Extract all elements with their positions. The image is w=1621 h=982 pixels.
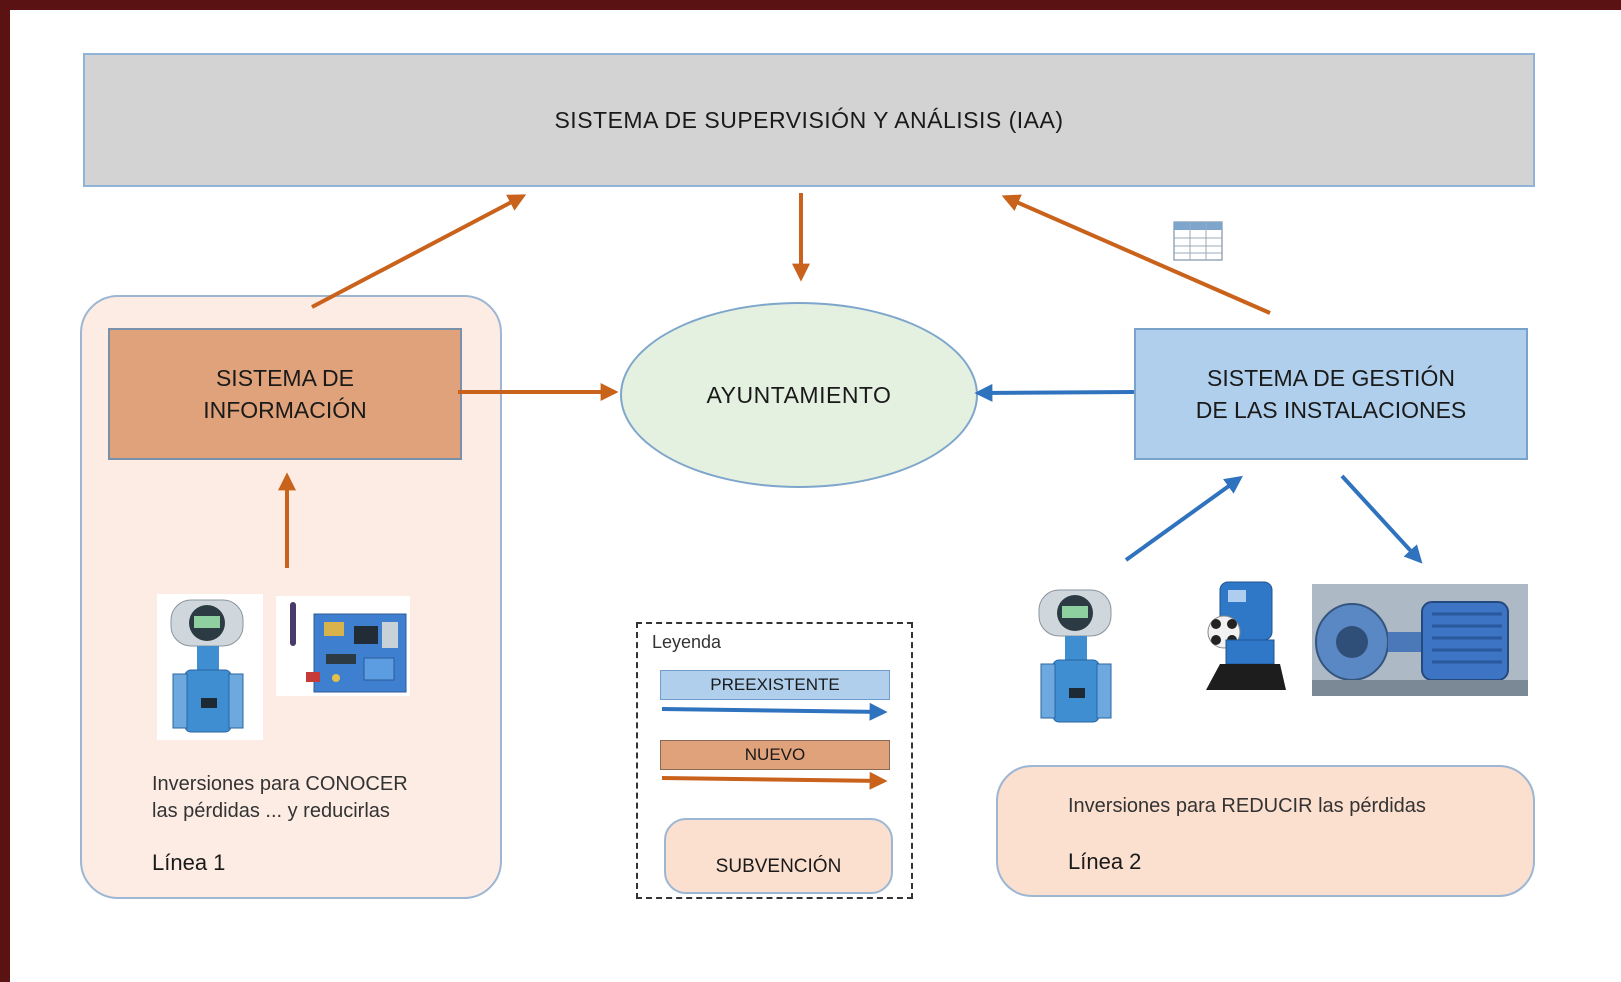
flowmeter-icon bbox=[1038, 589, 1112, 723]
dosing-pump-icon bbox=[1206, 581, 1286, 690]
legend-title: Leyenda bbox=[652, 632, 722, 652]
circuit-board-icon bbox=[276, 596, 410, 696]
information-system-label-2: INFORMACIÓN bbox=[203, 397, 367, 423]
supervision-system-label: SISTEMA DE SUPERVISIÓN Y ANÁLISIS (IAA) bbox=[554, 106, 1064, 133]
line1-description: Inversiones para CONOCER las pérdidas ..… bbox=[152, 771, 408, 825]
supervision-system-box: SISTEMA DE SUPERVISIÓN Y ANÁLISIS (IAA) bbox=[83, 53, 1535, 187]
line1-label: Línea 1 bbox=[152, 850, 226, 875]
legend-box: Leyenda PREEXISTENTE NUEVO SUBVENCIÓN bbox=[636, 622, 913, 899]
legend-nuevo-label: NUEVO bbox=[744, 745, 806, 764]
information-system-label-1: SISTEMA DE bbox=[215, 365, 355, 391]
table-icon bbox=[1173, 221, 1223, 261]
installations-management-label-2: DE LAS INSTALACIONES bbox=[1195, 397, 1467, 423]
diagram-arrows-layer bbox=[157, 193, 1528, 790]
legend-blue-arrow bbox=[661, 702, 888, 721]
ayuntamiento-label: AYUNTAMIENTO bbox=[706, 381, 892, 408]
arrow-info-to-supervision bbox=[311, 194, 527, 309]
line2-panel: Inversiones para REDUCIR las pérdidas Lí… bbox=[996, 765, 1535, 897]
flowmeter-icon bbox=[157, 594, 263, 740]
installations-management-label-1: SISTEMA DE GESTIÓN bbox=[1207, 365, 1455, 391]
arrow-devices-to-gestion bbox=[1124, 475, 1243, 562]
arrow-gestion-to-ayuntamiento bbox=[974, 383, 1135, 402]
arrow-gestion-to-devices bbox=[1340, 474, 1423, 564]
line2-description: Inversiones para REDUCIR las pérdidas bbox=[1068, 795, 1426, 817]
legend-preexistente-bar: PREEXISTENTE bbox=[660, 670, 890, 700]
line1-description-1: Inversiones para CONOCER bbox=[152, 773, 408, 795]
line1-description-2: las pérdidas ... y reducirlas bbox=[152, 800, 390, 822]
diagram-canvas: SISTEMA DE SUPERVISIÓN Y ANÁLISIS (IAA) … bbox=[10, 10, 1621, 982]
legend-subvencion-label: SUBVENCIÓN bbox=[715, 856, 842, 877]
ayuntamiento-ellipse: AYUNTAMIENTO bbox=[620, 302, 978, 488]
installations-management-box: SISTEMA DE GESTIÓN DE LAS INSTALACIONES bbox=[1134, 328, 1528, 460]
legend-orange-arrow bbox=[661, 771, 888, 790]
arrow-gestion-to-supervision bbox=[1001, 194, 1271, 315]
legend-nuevo-bar: NUEVO bbox=[660, 740, 890, 770]
line2-label: Línea 2 bbox=[1068, 849, 1142, 874]
legend-preexistente-label: PREEXISTENTE bbox=[710, 675, 840, 694]
legend-subvencion-box: SUBVENCIÓN bbox=[664, 818, 893, 894]
motor-pump-icon bbox=[1312, 584, 1528, 696]
information-system-box: SISTEMA DE INFORMACIÓN bbox=[108, 328, 462, 460]
